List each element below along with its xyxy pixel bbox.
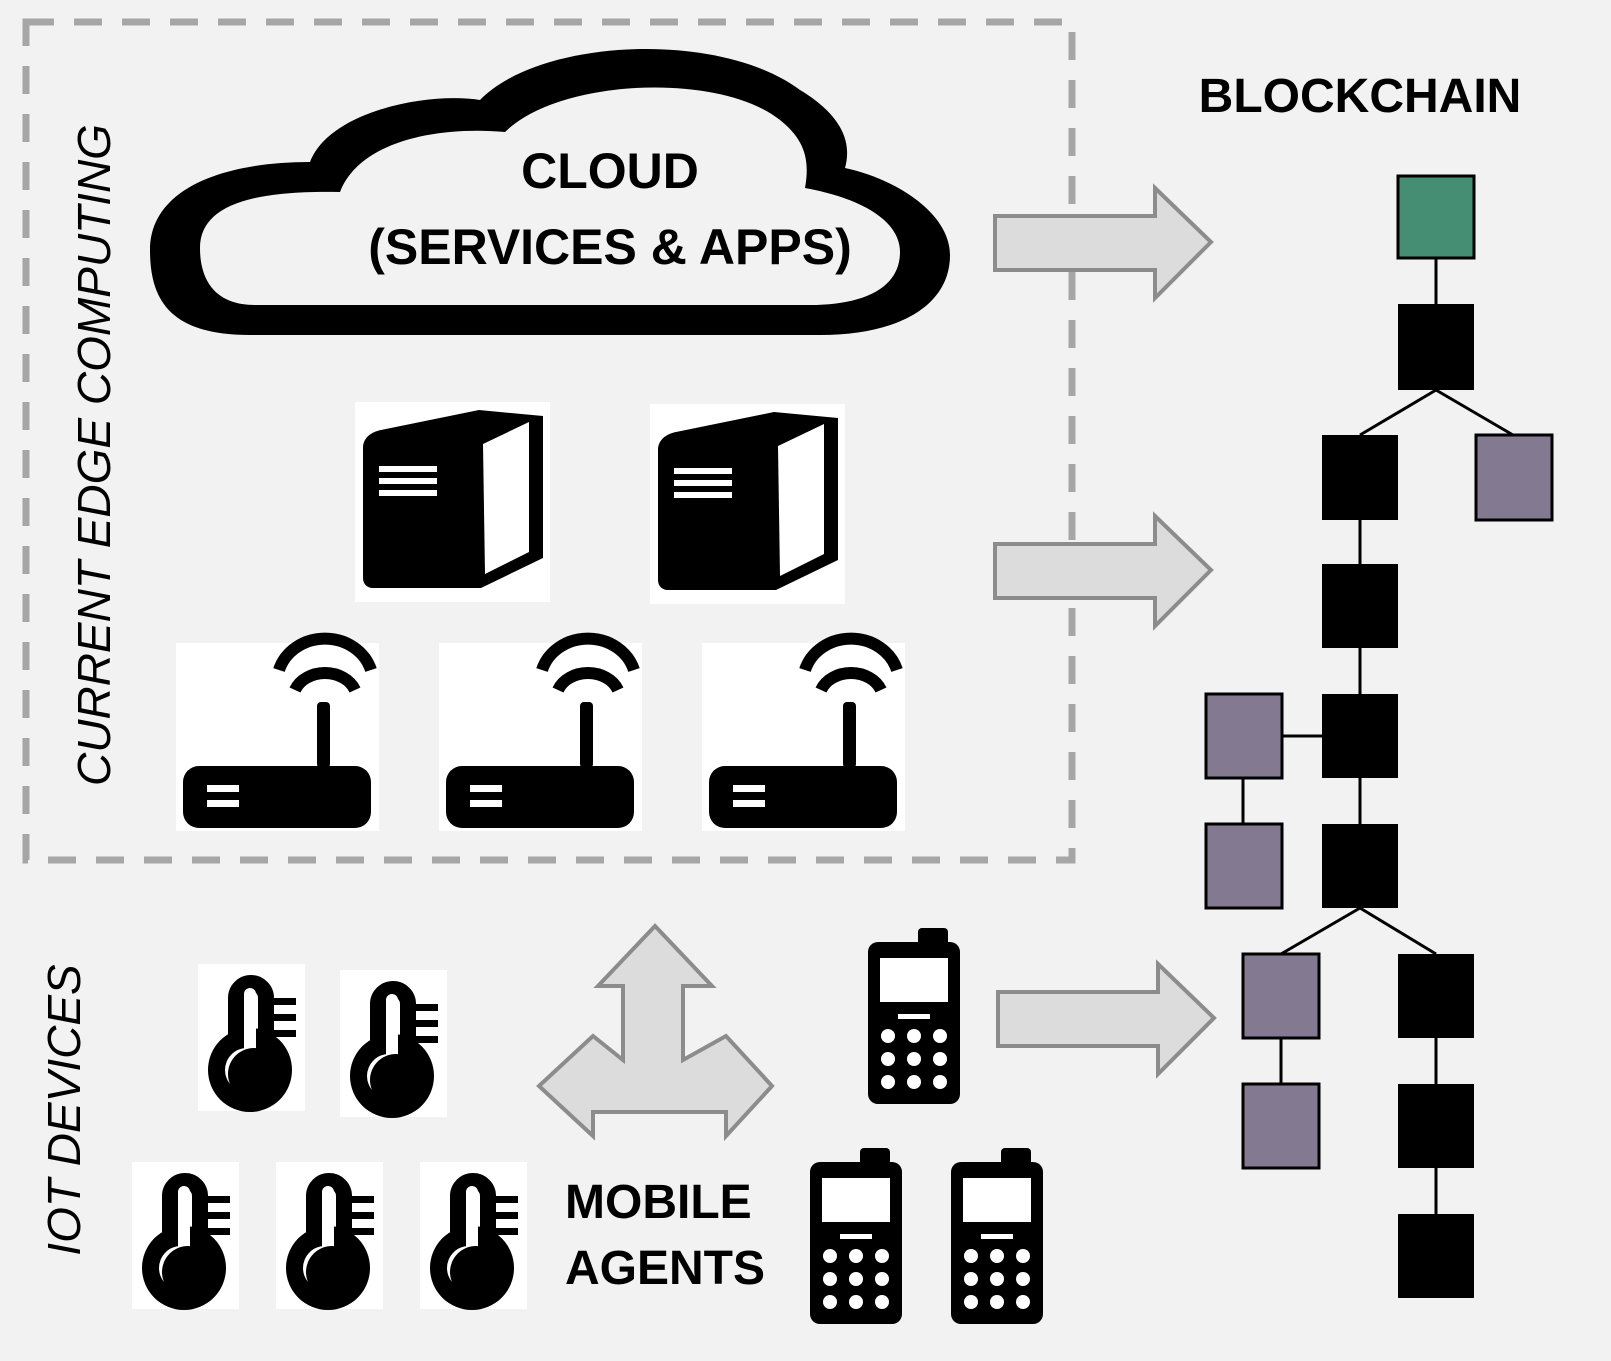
mobile-phone-icon bbox=[810, 1148, 902, 1324]
wifi-router-icon bbox=[176, 639, 379, 831]
server-icon bbox=[355, 402, 550, 602]
thermometer-icon bbox=[198, 964, 305, 1112]
right-arrow-icon bbox=[996, 962, 1216, 1076]
thermometer-icon bbox=[132, 1162, 239, 1310]
main-chain-block bbox=[1322, 694, 1398, 778]
cloud-label-line2: (SERVICES & APPS) bbox=[368, 219, 851, 275]
mobile-agents-label-line1: MOBILE bbox=[565, 1176, 752, 1229]
right-arrow-icon bbox=[993, 186, 1213, 300]
fork-block bbox=[1204, 692, 1284, 780]
fork-block bbox=[1241, 1082, 1321, 1170]
mobile-agents-label-line2: AGENTS bbox=[565, 1242, 765, 1295]
main-chain-block bbox=[1398, 1084, 1474, 1168]
iot-devices-label: IOT DEVICES bbox=[38, 964, 90, 1256]
blockchain-title: BLOCKCHAIN bbox=[1199, 70, 1522, 123]
fork-block bbox=[1204, 822, 1284, 910]
wifi-router-icon bbox=[439, 639, 642, 831]
server-icon bbox=[650, 404, 845, 604]
mobile-phone-icon bbox=[868, 928, 960, 1104]
fork-block bbox=[1474, 433, 1554, 522]
cloud-label-line1: CLOUD bbox=[521, 143, 699, 199]
three-way-arrow-icon bbox=[536, 923, 775, 1142]
genesis-block bbox=[1396, 174, 1476, 260]
main-chain-block bbox=[1322, 564, 1398, 648]
main-chain-block bbox=[1322, 435, 1398, 520]
main-chain-block bbox=[1398, 1214, 1474, 1298]
edge-computing-label: CURRENT EDGE COMPUTING bbox=[68, 124, 120, 786]
main-chain-block bbox=[1398, 954, 1474, 1038]
blockchain-links bbox=[1241, 258, 1514, 1214]
wifi-router-icon bbox=[702, 639, 905, 831]
cloud-icon bbox=[150, 49, 950, 336]
thermometer-icon bbox=[340, 970, 447, 1118]
thermometer-icon bbox=[420, 1162, 527, 1310]
edge-computing-boundary bbox=[22, 18, 1076, 864]
mobile-phone-icon bbox=[951, 1148, 1043, 1324]
right-arrow-icon bbox=[993, 514, 1213, 628]
main-chain-block bbox=[1322, 824, 1398, 908]
thermometer-icon bbox=[276, 1162, 383, 1310]
fork-block bbox=[1241, 952, 1321, 1040]
main-chain-block bbox=[1398, 304, 1474, 390]
